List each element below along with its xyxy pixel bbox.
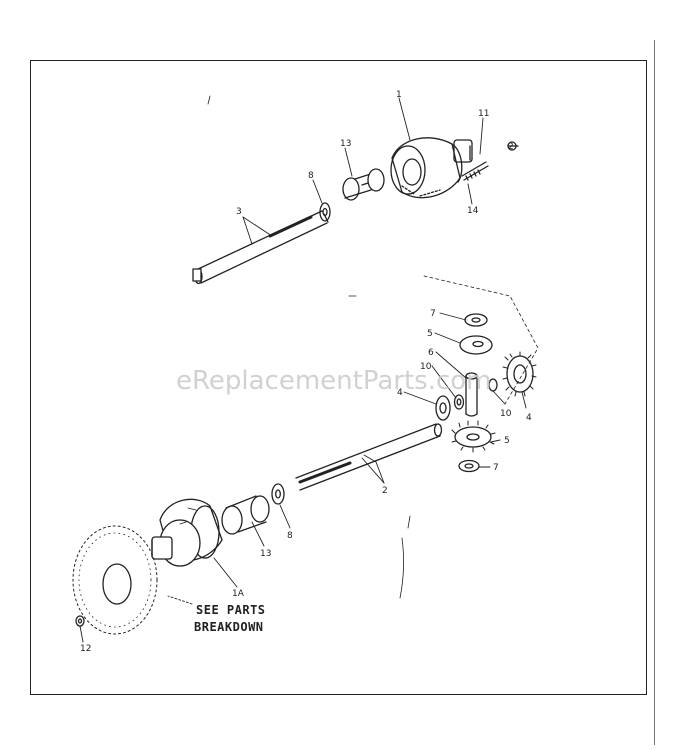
callout-lower-4a: 4 [397,388,403,398]
lower-washer [271,483,285,505]
lower-thrust-washer-top [464,313,488,327]
upper-bushing [342,168,385,201]
callout-lower-4b: 4 [526,413,532,423]
lower-dashed-bracket [423,275,539,405]
diagram-frame [30,60,647,695]
callout-lower-7b: 7 [493,463,499,473]
callout-lower-10a: 10 [420,362,432,372]
see-parts-note-line1: SEE PARTS [196,603,266,617]
callout-lower-10b: 10 [500,409,512,419]
callout-upper-2: 2 [508,142,514,152]
callout-lower-12: 12 [80,644,91,654]
lower-shaft [295,423,443,491]
lower-clutch-housing [151,498,223,567]
lower-bushing-10a [453,394,465,410]
lower-thrust-washer-bottom [458,459,480,473]
upper-small-part [507,141,519,151]
callout-lower-5a: 5 [427,329,433,339]
lower-leader-lines [79,312,527,643]
callout-lower-8: 8 [287,531,293,541]
upper-shaft [192,210,329,285]
callout-lower-6: 6 [428,348,434,358]
callout-upper-14: 14 [467,206,479,216]
lower-bevel-gear-right [502,351,537,397]
callout-lower-1a: 1A [232,589,245,599]
callout-lower-5b: 5 [504,436,510,446]
watermark-text: eReplacementParts.com [176,366,492,396]
callout-upper-1: 1 [396,90,402,100]
upper-clutch-housing [390,137,473,199]
upper-leader-lines [242,97,484,245]
callout-upper-13: 13 [340,139,351,149]
page-edge-line [654,40,655,745]
callout-lower-2: 2 [382,486,388,496]
callout-upper-8: 8 [308,171,314,181]
scan-specks [207,95,411,599]
lower-nut [75,615,85,627]
see-parts-note-line2: BREAKDOWN [194,620,264,634]
lower-bevel-gear-bottom [451,420,496,453]
upper-washer [319,202,331,222]
upper-set-screw [461,161,489,181]
callout-lower-13: 13 [260,549,271,559]
callout-upper-11: 11 [478,109,489,119]
lower-vertical-pin [465,372,478,417]
callout-lower-7a: 7 [430,309,436,319]
callout-upper-3: 3 [236,207,242,217]
lower-bushing [221,495,270,535]
lower-gear-disc [435,395,451,421]
sprocket-outline [72,525,158,635]
lower-spacer-top [459,335,493,355]
